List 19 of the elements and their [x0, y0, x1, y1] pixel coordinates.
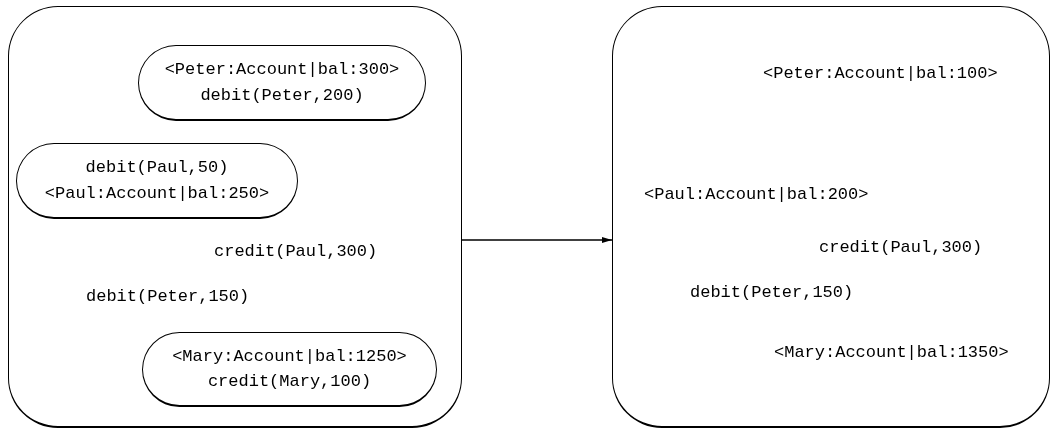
node-text: <Peter:Account|bal:300> — [164, 59, 400, 81]
arrow — [461, 237, 613, 243]
node-text: <Paul:Account|bal:200> — [644, 184, 869, 206]
node-text: credit(Mary,100) — [207, 371, 372, 393]
node-text: debit(Peter,200) — [200, 84, 364, 106]
node-text: debit(Peter,150) — [690, 282, 854, 304]
node-text: <Mary:Account|bal:1350> — [774, 342, 1009, 364]
node-text: debit(Paul,50) — [85, 157, 229, 179]
node-text: credit(Paul,300) — [214, 241, 378, 263]
node-text: <Paul:Account|bal:250> — [44, 182, 270, 204]
node-text: credit(Paul,300) — [819, 237, 983, 259]
rounded-box — [612, 6, 1050, 428]
rounded-box — [8, 6, 462, 428]
node-text: <Peter:Account|bal:100> — [763, 63, 998, 85]
rounded-pill — [16, 143, 298, 219]
rounded-pill — [138, 45, 426, 121]
rounded-pill — [142, 332, 437, 407]
node-text: <Mary:Account|bal:1250> — [172, 345, 407, 367]
node-text: debit(Peter,150) — [86, 286, 250, 308]
